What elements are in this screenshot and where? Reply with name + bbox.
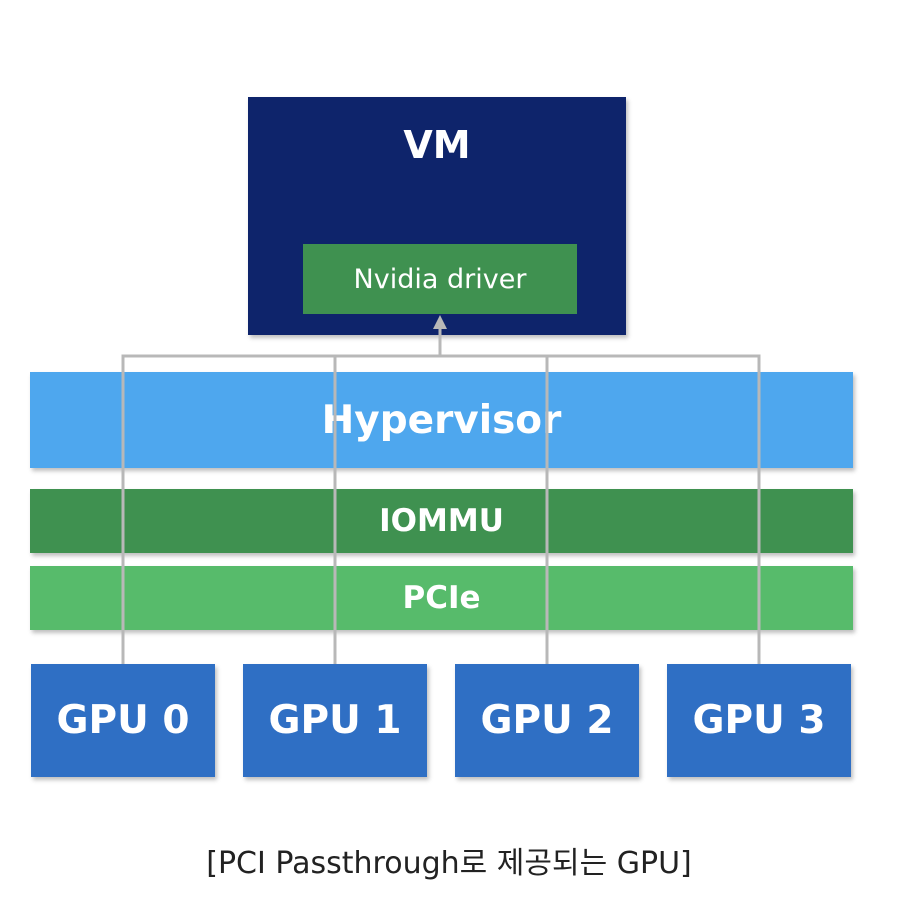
gpu-2-box: GPU 2 (455, 664, 639, 777)
figure-caption: [PCI Passthrough로 제공되는 GPU] (206, 846, 692, 881)
gpu-1-box: GPU 1 (243, 664, 427, 777)
hypervisor-layer: Hypervisor (30, 372, 853, 468)
vm-title: VM (403, 123, 471, 167)
pcie-layer: PCIe (30, 566, 853, 630)
gpu-3-box: GPU 3 (667, 664, 851, 777)
nvidia-driver-box: Nvidia driver (303, 244, 577, 314)
iommu-layer: IOMMU (30, 489, 853, 553)
gpu-0-box: GPU 0 (31, 664, 215, 777)
